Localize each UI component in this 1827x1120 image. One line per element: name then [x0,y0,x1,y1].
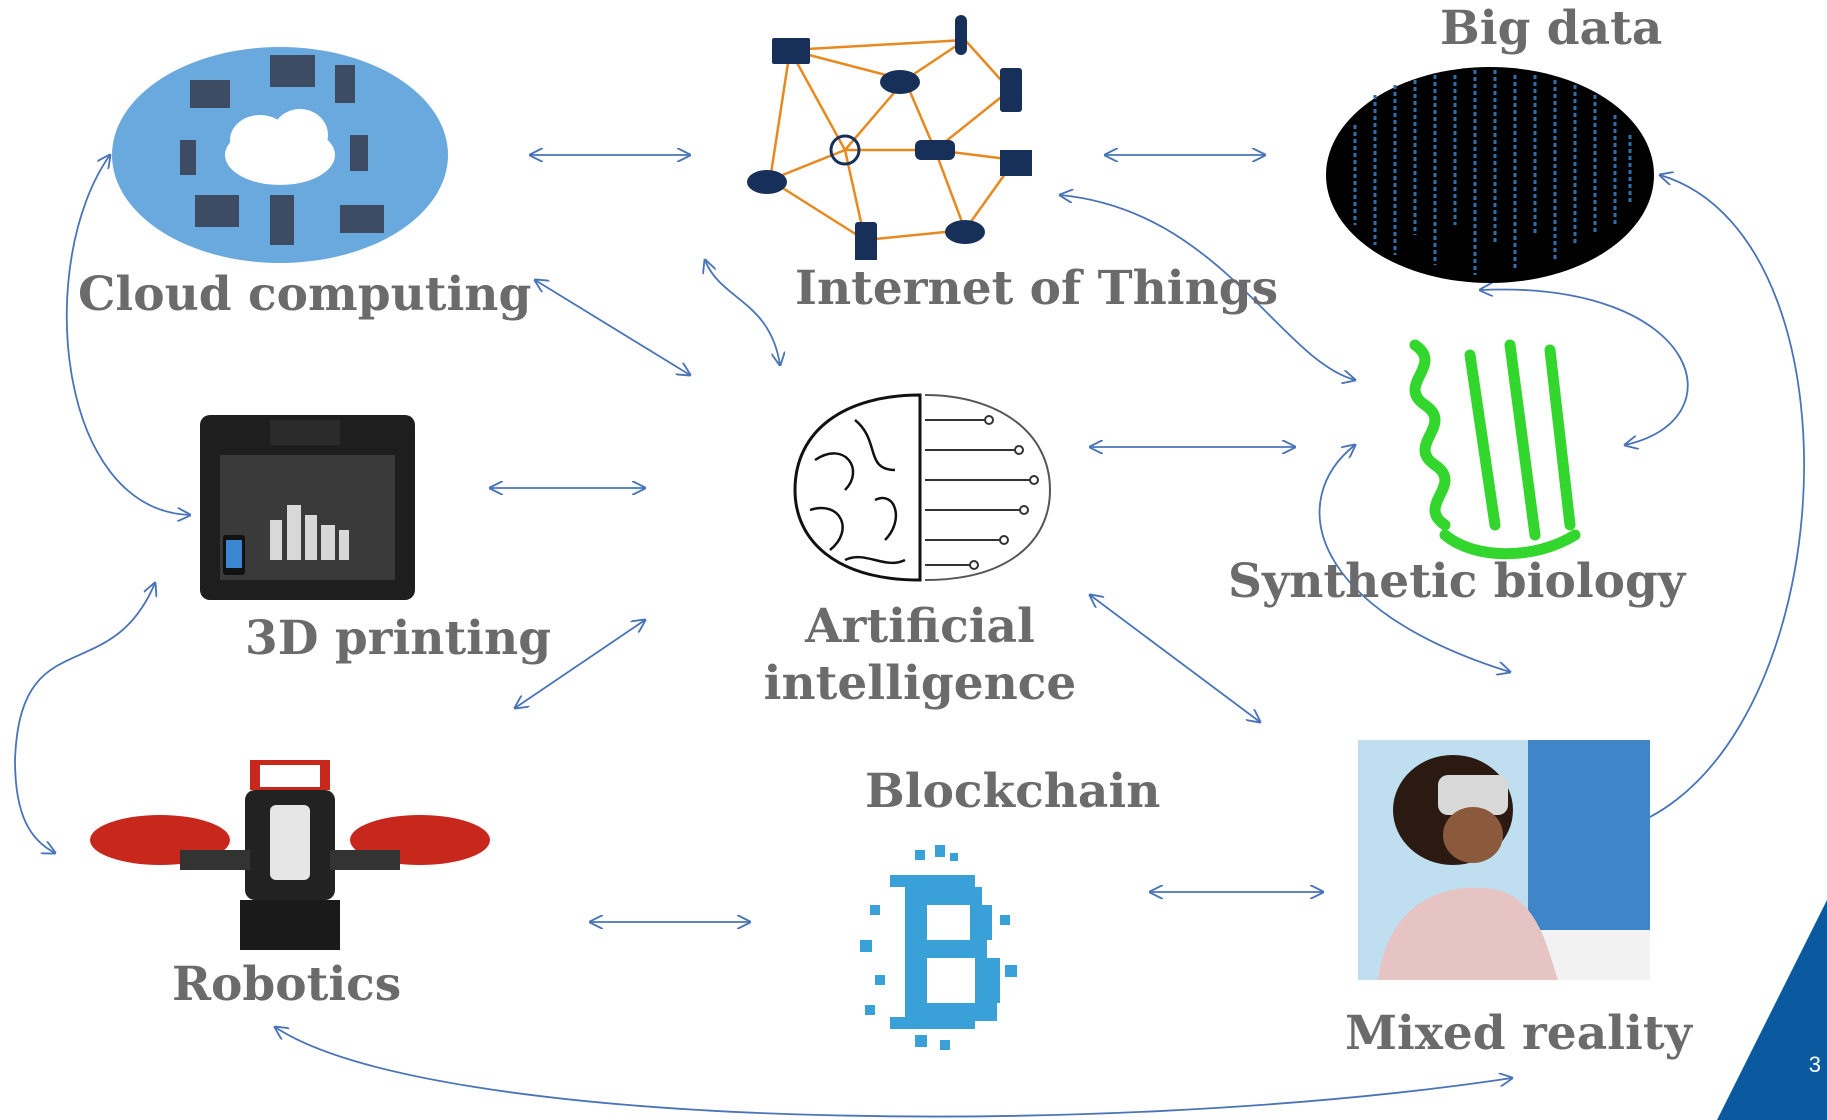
cloud-network-icon [112,47,448,263]
protein-structure-icon [1409,339,1581,560]
arrow-cloud-3d [65,155,190,515]
synthetic-biology-label: Synthetic biology [1228,554,1686,609]
iot-network-icon [747,15,1032,260]
vr-headset-icon [1358,740,1650,980]
arrow-3d-ai-lower [515,620,645,708]
robotics-label: Robotics [172,957,402,1012]
3d-printer-icon [200,415,415,600]
arrow-synbio-loop [1318,445,1510,672]
bitcoin-pixel-icon [860,845,1017,1050]
ai-label-line1: Artificial [805,599,1035,654]
blockchain-label: Blockchain [865,764,1161,819]
arrow-iot-ai [705,260,780,365]
corner-accent-shape [1717,900,1827,1120]
brain-circuit-icon [793,393,1052,582]
page-number: 3 [1808,1052,1821,1077]
arrow-cloud-ai [535,280,690,375]
arrow-3d-robotics [14,583,155,853]
cloud-computing-label: Cloud computing [78,267,532,322]
arrow-iot-synbio [1060,195,1355,380]
arrow-bigdata-mixed [1595,175,1805,835]
3d-printing-label: 3D printing [245,611,552,666]
big-data-label: Big data [1440,1,1663,56]
arrow-robotics-mixed [275,1027,1512,1118]
ai-label-line2: intelligence [763,656,1077,711]
matrix-data-icon [1326,67,1654,283]
mixed-reality-label: Mixed reality [1345,1006,1692,1061]
arrow-ai-mixed [1090,595,1260,722]
iot-label: Internet of Things [795,261,1279,316]
robot-icon [90,760,490,950]
